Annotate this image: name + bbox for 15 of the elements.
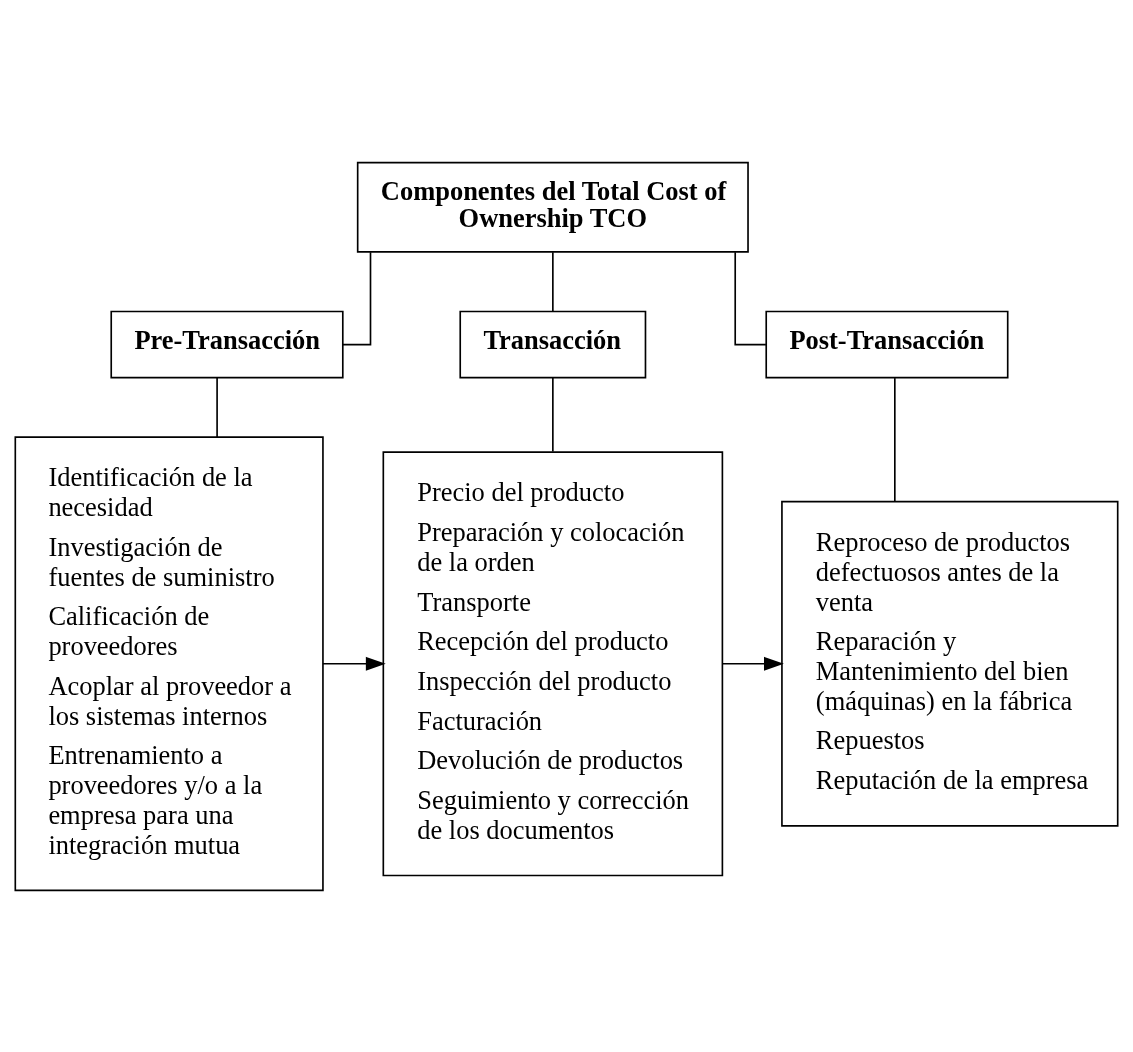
- node-box: Reproceso de productos defectuosos antes de la venta Reparación y Mantenimiento del bien (máquinas) en la fábrica Repuestos Reputación de la empresa: [781, 500, 1119, 827]
- connector: [342, 250, 372, 345]
- node-box: Precio del producto Preparación y colocación de la orden Transporte Recepción del producto Inspección del producto Facturación Devolución de productos Seguimiento y corrección de los documentos: [382, 450, 724, 876]
- arrow: [722, 656, 784, 671]
- connector: [734, 250, 767, 345]
- arrow: [322, 656, 386, 671]
- node-box: Post-Transacción: [765, 310, 1009, 378]
- node-box: Transacción: [459, 310, 647, 378]
- connector: [216, 376, 218, 438]
- node-box: Pre-Transacción: [110, 310, 344, 378]
- connector: [894, 376, 896, 502]
- connector: [552, 376, 554, 452]
- node-box: Componentes del Total Cost of Ownership TCO: [356, 161, 749, 253]
- node-box: Identificación de la necesidad Investigación de fuentes de suministro Calificación de proveedores Acoplar al proveedor a los sistemas internos Entrenamiento a proveedores y/o a la empresa para una integración mutua: [14, 435, 324, 891]
- connector: [552, 250, 554, 312]
